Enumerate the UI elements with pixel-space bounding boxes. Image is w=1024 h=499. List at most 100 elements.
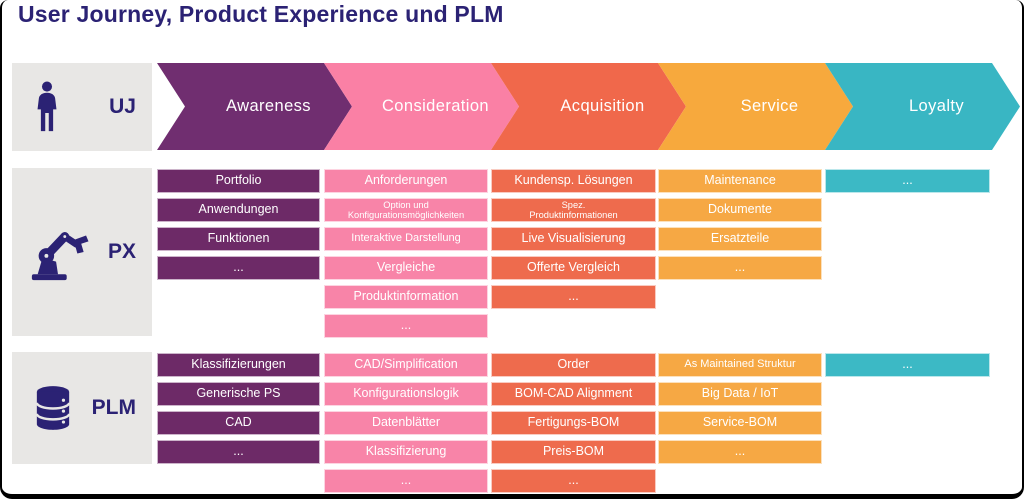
uj-label: UJ xyxy=(109,95,136,118)
stage-label: Acquisition xyxy=(560,97,645,115)
stage-label: Consideration xyxy=(381,97,489,115)
box-anforderungen: Anforderungen xyxy=(324,169,488,193)
box-interaktive-darstellung: Interaktive Darstellung xyxy=(324,227,488,251)
uj-row-header: UJ xyxy=(12,63,152,151)
box-cad: CAD xyxy=(157,411,320,435)
box-live-visualisierung: Live Visualisierung xyxy=(491,227,656,251)
box-label-line: Datenblätter xyxy=(371,415,441,430)
box-fertigungs-bom: Fertigungs-BOM xyxy=(491,411,656,435)
box-label-line: ... xyxy=(734,260,746,275)
px-row-header: PX xyxy=(12,168,152,336)
box-label-line: Klassifizierung xyxy=(365,444,447,459)
database-icon xyxy=(35,386,71,430)
box-klassifizierung: Klassifizierung xyxy=(324,440,488,464)
box-label-line: ... xyxy=(568,289,579,304)
box-label-line: ... xyxy=(568,473,579,488)
page-title: User Journey, Product Experience und PLM xyxy=(18,1,504,27)
box-label-line: Dokumente xyxy=(708,202,772,217)
stage-acquisition: Acquisition xyxy=(491,63,686,150)
box-label-line: Live Visualisierung xyxy=(521,231,626,246)
plm-label: PLM xyxy=(91,396,136,419)
stage-label: Service xyxy=(740,97,799,115)
box-more: ... xyxy=(658,256,822,280)
stage-awareness: Awareness xyxy=(157,63,352,150)
box-order: Order xyxy=(491,353,656,377)
box-datenblätter: Datenblätter xyxy=(324,411,488,435)
box-more: ... xyxy=(825,353,990,377)
box-label-line: CAD/Simplification xyxy=(354,357,458,372)
box-label-line: Fertigungs-BOM xyxy=(527,415,620,430)
box-spez-produktinformationen: Spez.Produktinformationen xyxy=(491,198,656,222)
stage-service: Service xyxy=(658,63,853,150)
box-label-line: Portfolio xyxy=(215,173,262,188)
box-label-line: ... xyxy=(400,318,412,333)
box-label-line: Option und xyxy=(383,199,429,210)
box-klassifizierungen: Klassifizierungen xyxy=(157,353,320,377)
box-cad-simplification: CAD/Simplification xyxy=(324,353,488,377)
box-more: ... xyxy=(658,440,822,464)
box-label-line: Konfigurationslogik xyxy=(353,386,459,401)
box-label-line: Anforderungen xyxy=(364,173,448,188)
box-label-line: Order xyxy=(557,357,590,372)
box-label-line: Konfigurationsmöglichkeiten xyxy=(347,210,465,220)
box-label-line: ... xyxy=(233,260,244,275)
box-kundensp-lösungen: Kundensp. Lösungen xyxy=(491,169,656,193)
box-label-line: Kundensp. Lösungen xyxy=(514,173,633,188)
box-dokumente: Dokumente xyxy=(658,198,822,222)
journey-stages: Awareness Consideration Acquisition Service… xyxy=(157,63,1022,150)
box-generische-ps: Generische PS xyxy=(157,382,320,406)
stage-label: Loyalty xyxy=(908,97,965,115)
box-label-line: Preis-BOM xyxy=(542,444,605,459)
box-more: ... xyxy=(491,469,656,493)
box-label-line: Produktinformation xyxy=(353,289,459,304)
box-label-line: Maintenance xyxy=(704,173,776,188)
stage-label: Awareness xyxy=(226,97,311,115)
box-label-line: Funktionen xyxy=(207,231,270,246)
box-produktinformation: Produktinformation xyxy=(324,285,488,309)
box-more: ... xyxy=(324,314,488,338)
box-service-bom: Service-BOM xyxy=(658,411,822,435)
box-label-line: Offerte Vergleich xyxy=(527,260,620,275)
stage-consideration: Consideration xyxy=(324,63,519,150)
box-more: ... xyxy=(157,256,320,280)
box-label-line: Service-BOM xyxy=(702,415,778,430)
box-maintenance: Maintenance xyxy=(658,169,822,193)
box-more: ... xyxy=(491,285,656,309)
box-ersatzteile: Ersatzteile xyxy=(658,227,822,251)
box-label-line: Produktinformationen xyxy=(529,210,618,220)
box-portfolio: Portfolio xyxy=(157,169,320,193)
box-label-line: Big Data / IoT xyxy=(701,386,779,401)
box-label-line: Klassifizierungen xyxy=(191,357,286,372)
px-label: PX xyxy=(107,240,136,263)
box-label-line: Vergleiche xyxy=(376,260,436,275)
robot-arm-icon xyxy=(31,232,89,281)
box-more: ... xyxy=(825,169,990,193)
box-label-line: Anwendungen xyxy=(198,202,279,217)
box-label-line: CAD xyxy=(225,415,252,430)
box-label-line: Generische PS xyxy=(196,386,281,401)
plm-row-header: PLM xyxy=(12,352,152,464)
box-label-line: Ersatzteile xyxy=(710,231,770,246)
box-label-line: ... xyxy=(902,173,913,188)
box-label-line: ... xyxy=(734,444,746,459)
box-big-data-iot: Big Data / IoT xyxy=(658,382,822,406)
box-more: ... xyxy=(324,469,488,493)
box-funktionen: Funktionen xyxy=(157,227,320,251)
box-label-line: BOM-CAD Alignment xyxy=(514,386,633,401)
box-label-line: ... xyxy=(902,357,913,372)
stage-loyalty: Loyalty xyxy=(825,63,1020,150)
box-bom-cad-alignment: BOM-CAD Alignment xyxy=(491,382,656,406)
box-offerte-vergleich: Offerte Vergleich xyxy=(491,256,656,280)
box-label-line: Interaktive Darstellung xyxy=(351,232,461,245)
box-label-line: ... xyxy=(400,473,412,488)
person-icon xyxy=(37,81,57,132)
box-konfigurationslogik: Konfigurationslogik xyxy=(324,382,488,406)
box-label-line: ... xyxy=(233,444,244,459)
box-as-maintained-struktur: As Maintained Struktur xyxy=(658,353,822,377)
box-label-line: Spez. xyxy=(561,199,586,210)
box-label-line: As Maintained Struktur xyxy=(684,358,796,371)
